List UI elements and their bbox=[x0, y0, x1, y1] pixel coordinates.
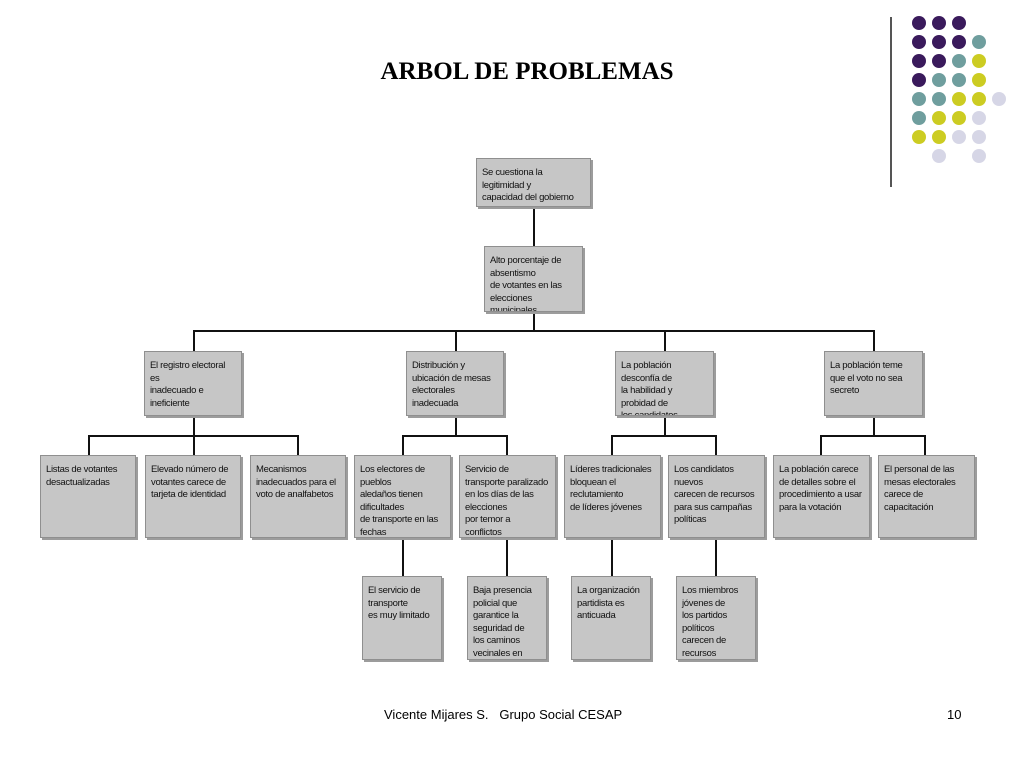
connector-line bbox=[193, 330, 195, 351]
connector-line bbox=[664, 416, 666, 436]
connector-line bbox=[873, 330, 875, 351]
decoration-dot bbox=[952, 54, 966, 68]
subcause-box: La población carece de detalles sobre el… bbox=[773, 455, 870, 538]
connector-line bbox=[193, 416, 195, 436]
decoration-dot bbox=[972, 54, 986, 68]
connector-line bbox=[924, 435, 926, 455]
footer-author: Vicente Mijares S. Grupo Social CESAP bbox=[384, 707, 623, 722]
decoration-dot bbox=[972, 35, 986, 49]
connector-line bbox=[715, 435, 717, 455]
connector-line bbox=[193, 330, 875, 332]
connector-line bbox=[611, 435, 613, 455]
connector-line bbox=[611, 538, 613, 576]
decoration-dot bbox=[932, 16, 946, 30]
root-cause-box: Los miembros jóvenes de los partidos pol… bbox=[676, 576, 756, 660]
decoration-dot bbox=[952, 73, 966, 87]
decoration-dot bbox=[952, 111, 966, 125]
decoration-dot bbox=[912, 130, 926, 144]
decoration-dot bbox=[972, 111, 986, 125]
connector-line bbox=[611, 435, 717, 437]
decoration-dot bbox=[932, 130, 946, 144]
decoration-dot bbox=[912, 35, 926, 49]
connector-line bbox=[820, 435, 926, 437]
connector-line bbox=[533, 207, 535, 246]
root-cause-box: La organización partidista es anticuada bbox=[571, 576, 651, 660]
connector-line bbox=[402, 538, 404, 576]
connector-line bbox=[193, 435, 195, 455]
cause-box: El registro electoral es inadecuado e in… bbox=[144, 351, 242, 416]
cause-box: La población teme que el voto no sea sec… bbox=[824, 351, 923, 416]
decoration-dot bbox=[932, 35, 946, 49]
decoration-dot bbox=[952, 130, 966, 144]
subcause-box: El personal de las mesas electorales car… bbox=[878, 455, 975, 538]
root-cause-box: El servicio de transporte es muy limitad… bbox=[362, 576, 442, 660]
connector-line bbox=[506, 538, 508, 576]
decoration-dot bbox=[912, 54, 926, 68]
subcause-box: Listas de votantes desactualizadas bbox=[40, 455, 136, 538]
connector-line bbox=[88, 435, 90, 455]
decoration-dot bbox=[992, 92, 1006, 106]
page-number: 10 bbox=[947, 707, 962, 722]
central-problem-box: Alto porcentaje de absentismo de votante… bbox=[484, 246, 583, 312]
cause-box: Distribución y ubicación de mesas electo… bbox=[406, 351, 504, 416]
decoration-dot bbox=[932, 92, 946, 106]
decoration-dot bbox=[972, 130, 986, 144]
decoration-dot bbox=[972, 73, 986, 87]
decoration-dot bbox=[972, 149, 986, 163]
subcause-box: Servicio de transporte paralizado en los… bbox=[459, 455, 556, 538]
connector-line bbox=[402, 435, 508, 437]
connector-line bbox=[455, 330, 457, 351]
decoration-dot bbox=[932, 73, 946, 87]
decoration-dot bbox=[952, 16, 966, 30]
cause-box: La población desconfía de la habilidad y… bbox=[615, 351, 714, 416]
subcause-box: Mecanismos inadecuados para el voto de a… bbox=[250, 455, 346, 538]
subcause-box: Los electores de pueblos aledaños tienen… bbox=[354, 455, 451, 538]
connector-line bbox=[402, 435, 404, 455]
decoration-dot bbox=[912, 73, 926, 87]
decoration-dot bbox=[912, 111, 926, 125]
decoration-dot bbox=[952, 35, 966, 49]
connector-line bbox=[297, 435, 299, 455]
slide-title: ARBOL DE PROBLEMAS bbox=[380, 58, 674, 85]
root-cause-box: Baja presencia policial que garantice la… bbox=[467, 576, 547, 660]
decoration-dot bbox=[972, 92, 986, 106]
decoration-dot bbox=[932, 149, 946, 163]
subcause-box: Los candidatos nuevos carecen de recurso… bbox=[668, 455, 765, 538]
decoration-dot bbox=[952, 92, 966, 106]
decoration-dot bbox=[932, 111, 946, 125]
decoration-dot bbox=[932, 54, 946, 68]
connector-line bbox=[533, 312, 535, 331]
decoration-dot bbox=[912, 16, 926, 30]
effect-box: Se cuestiona la legitimidad y capacidad … bbox=[476, 158, 591, 207]
decoration-dot bbox=[912, 92, 926, 106]
decoration-vertical-line bbox=[890, 17, 892, 187]
subcause-box: Líderes tradicionales bloquean el reclut… bbox=[564, 455, 661, 538]
connector-line bbox=[873, 416, 875, 436]
connector-line bbox=[664, 330, 666, 351]
connector-line bbox=[820, 435, 822, 455]
connector-line bbox=[715, 538, 717, 576]
connector-line bbox=[455, 416, 457, 436]
subcause-box: Elevado número de votantes carece de tar… bbox=[145, 455, 241, 538]
connector-line bbox=[506, 435, 508, 455]
